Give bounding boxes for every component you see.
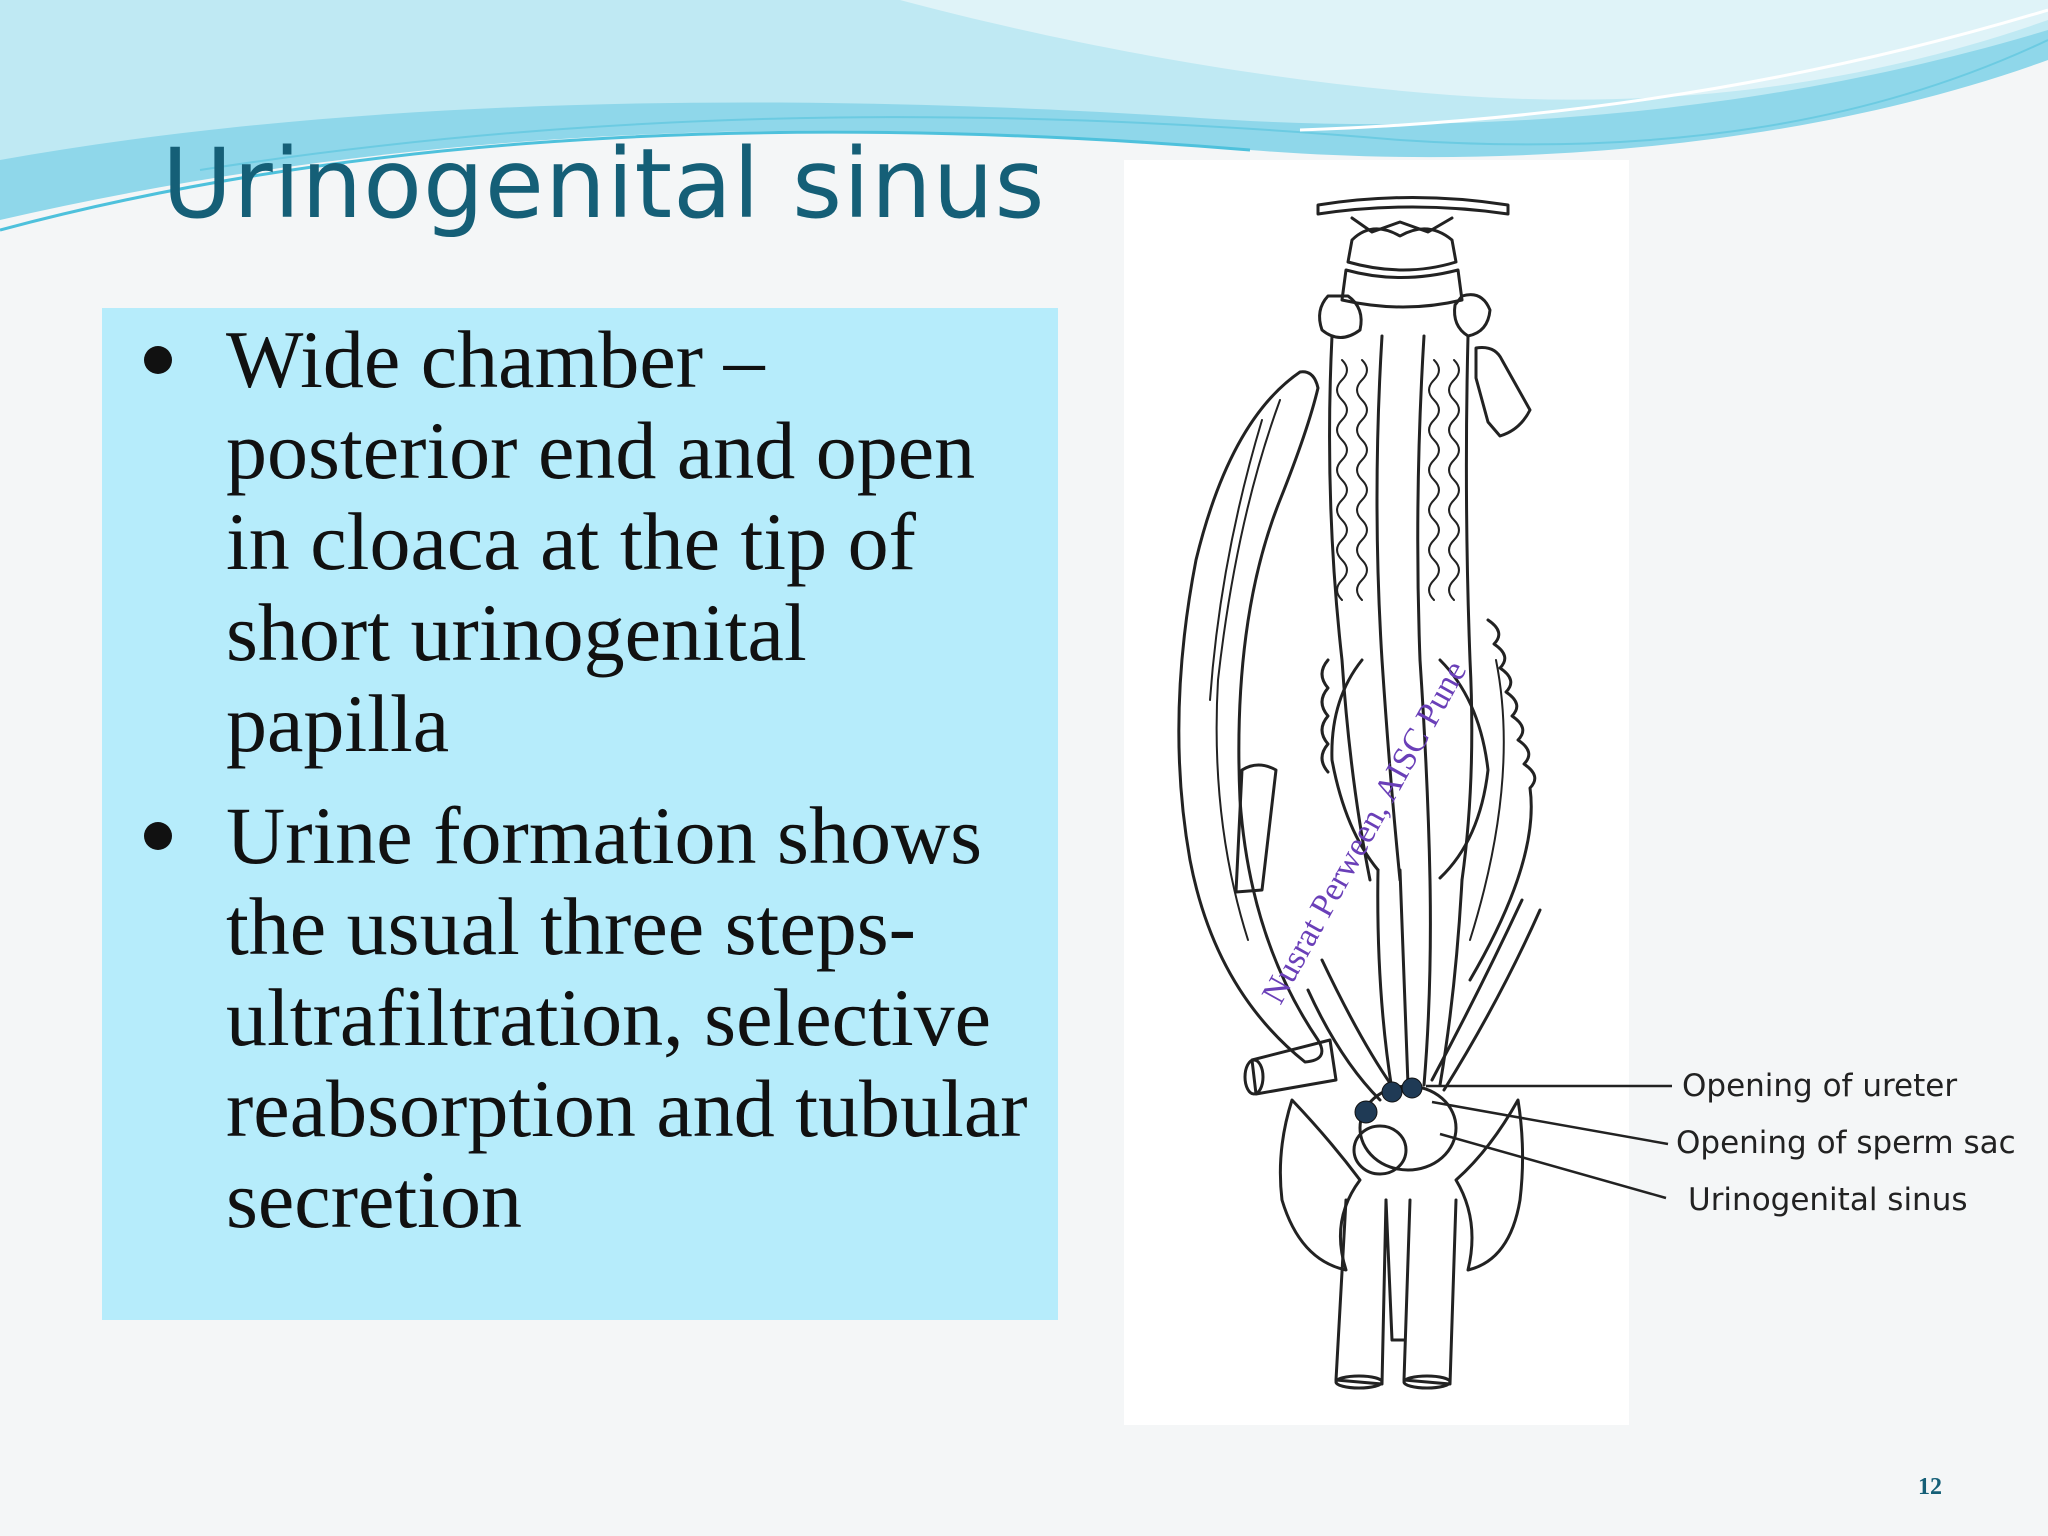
slide-title: Urinogenital sinus [162,128,1046,240]
label-urinogenital-sinus: Urinogenital sinus [1688,1182,1968,1218]
bullet-dot-icon [144,822,172,850]
bullet-text-box: Wide chamber – posterior end and open in… [102,308,1058,1320]
header-wave-decoration [0,0,2048,232]
bullet-text: Wide chamber – posterior end and open in… [226,314,976,769]
label-opening-of-sperm-sac: Opening of sperm sac [1676,1125,2016,1161]
diagram-panel [1124,160,1629,1425]
bullet-item: Wide chamber – posterior end and open in… [142,314,1042,769]
bullet-item: Urine formation shows the usual three st… [142,790,1042,1245]
page-number: 12 [1918,1474,1942,1500]
bullet-text: Urine formation shows the usual three st… [226,790,1028,1245]
bullet-dot-icon [144,346,172,374]
label-opening-of-ureter: Opening of ureter [1682,1068,1958,1104]
